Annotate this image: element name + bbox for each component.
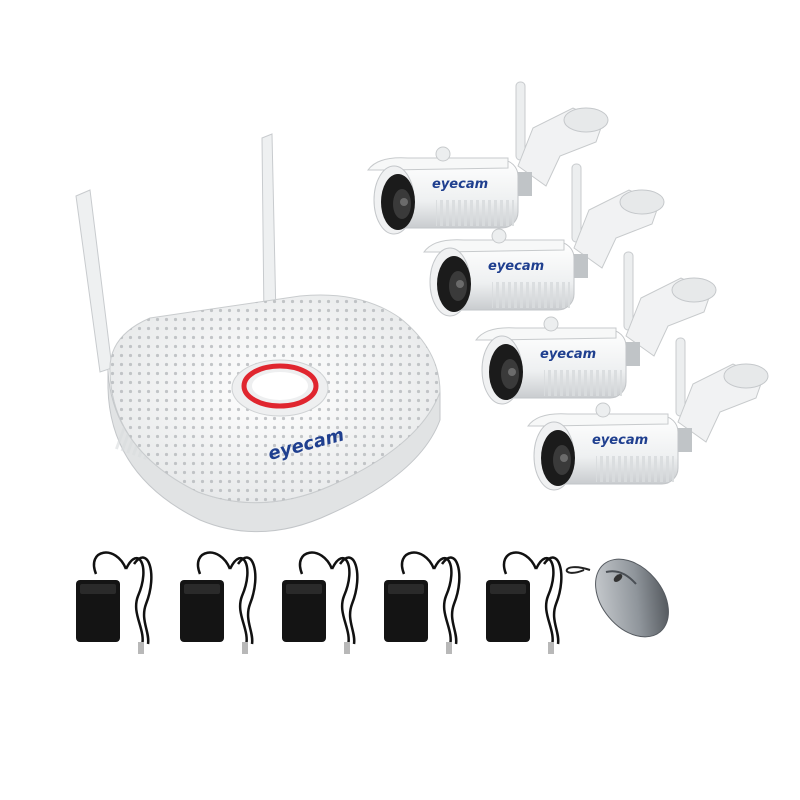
camera-3-brand-label: eyecam: [540, 347, 596, 362]
camera-1-brand-label: eyecam: [432, 177, 488, 192]
camera-2: eyecam: [423, 163, 665, 317]
nvr-recorder: eyecam: [75, 133, 441, 533]
power-adapter-3: [280, 551, 359, 656]
usb-mouse: [565, 558, 669, 638]
power-adapter-4: [382, 551, 461, 656]
power-adapter-1: [74, 551, 153, 656]
nvr-power-button: [231, 359, 329, 417]
nvr-antenna-right: [261, 133, 277, 321]
power-adapter-2: [178, 551, 257, 656]
camera-4-brand-label: eyecam: [592, 433, 648, 448]
camera-2-brand-label: eyecam: [488, 259, 544, 274]
camera-3: eyecam: [475, 251, 717, 405]
camera-4: eyecam: [527, 337, 769, 491]
power-adapter-5: [484, 551, 563, 656]
nvr-antenna-left: [75, 189, 113, 373]
camera-1: eyecam: [367, 81, 609, 235]
